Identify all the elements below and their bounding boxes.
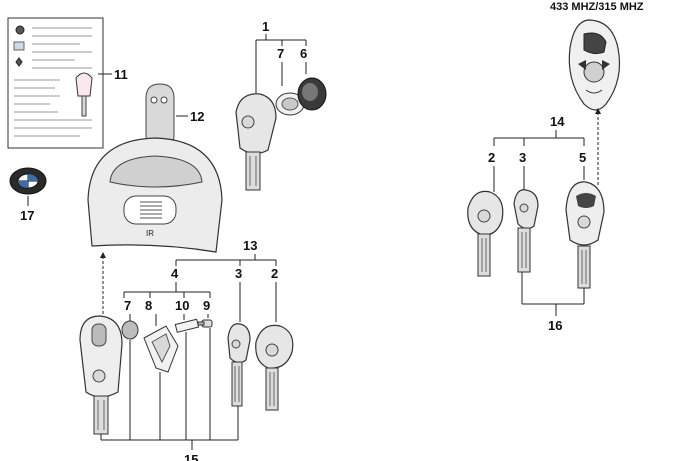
bmw-emblem xyxy=(9,167,47,206)
callout-7-bottom: 7 xyxy=(124,298,131,313)
callout-7-top: 7 xyxy=(277,46,284,61)
callout-10: 10 xyxy=(175,298,189,313)
callout-9: 9 xyxy=(203,298,210,313)
ir-reader-housing: IR xyxy=(87,137,223,253)
key-round-bottom xyxy=(255,324,294,411)
callout-13: 13 xyxy=(243,238,257,253)
callout-14: 14 xyxy=(550,114,565,129)
callout-5: 5 xyxy=(579,150,586,165)
key-top-center xyxy=(235,93,277,191)
callout-6: 6 xyxy=(300,46,307,61)
callout-17: 17 xyxy=(20,208,34,223)
key-round-right xyxy=(467,190,504,277)
remote-key-fob xyxy=(568,19,621,111)
blade-insert xyxy=(174,318,200,333)
callout-16: 16 xyxy=(548,318,562,333)
screw xyxy=(197,319,213,328)
transmitter-cap xyxy=(297,77,327,111)
key-small-bottom xyxy=(227,323,251,407)
callout-1: 1 xyxy=(262,19,269,34)
key-small-right xyxy=(513,189,539,273)
callout-2-right: 2 xyxy=(488,150,495,165)
callout-11: 11 xyxy=(114,67,128,82)
key-large-bottom-left xyxy=(79,315,123,435)
callout-15: 15 xyxy=(184,452,198,461)
callout-3-bottom: 3 xyxy=(235,266,242,281)
reader-ir-label: IR xyxy=(146,229,154,238)
key-tag xyxy=(145,83,188,143)
callout-3-right: 3 xyxy=(519,150,526,165)
callout-12: 12 xyxy=(190,109,204,124)
key-holder-clip xyxy=(143,325,179,373)
callout-2-bottom: 2 xyxy=(271,266,278,281)
key-remote-right xyxy=(565,181,605,289)
battery-cover xyxy=(275,92,305,116)
frequency-label: 433 MHZ/315 MHZ xyxy=(550,1,644,13)
callout-8: 8 xyxy=(145,298,152,313)
key-manual-card xyxy=(7,17,112,149)
battery xyxy=(121,320,139,340)
callout-4: 4 xyxy=(171,266,179,281)
